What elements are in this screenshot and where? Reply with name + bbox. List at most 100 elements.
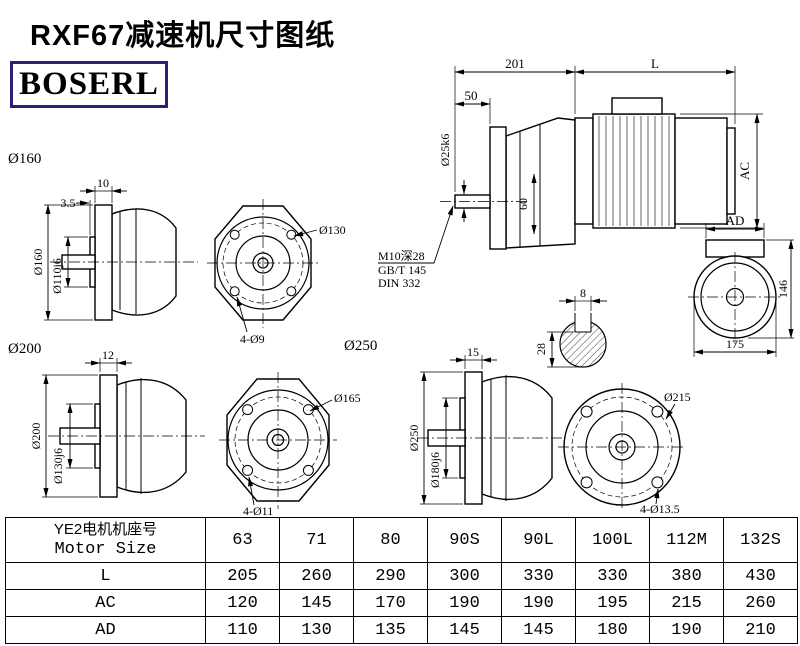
- cell: 260: [723, 589, 798, 617]
- dim-spigot-60: 60: [516, 198, 530, 210]
- dim-outer-200: Ø200: [29, 423, 43, 450]
- col-header: 63: [205, 517, 280, 563]
- flange-250-front-view: Ø215 4-Ø13.5: [558, 383, 691, 516]
- cell: 135: [353, 616, 428, 644]
- cell: 330: [501, 562, 576, 590]
- dim-146: 146: [776, 280, 790, 298]
- cell: 215: [649, 589, 724, 617]
- note-din332: DIN 332: [378, 276, 420, 290]
- motor-size-header: YE2电机机座号 Motor Size: [5, 517, 206, 563]
- note-tapped-hole: M10深28: [378, 249, 425, 263]
- row-label: AD: [5, 616, 206, 644]
- bolt-circle-165: [234, 396, 322, 484]
- motor-size-header-cn: YE2电机机座号: [53, 521, 158, 538]
- cell: 145: [501, 616, 576, 644]
- cell: 430: [723, 562, 798, 590]
- dim-thickness-10: 10: [97, 176, 109, 190]
- cell: 190: [501, 589, 576, 617]
- terminal-box: [611, 97, 663, 115]
- dim-gear-length: 201: [505, 56, 525, 71]
- label-bolt-circle-215: Ø215: [664, 390, 691, 404]
- cell: 110: [205, 616, 280, 644]
- col-header: 71: [279, 517, 354, 563]
- cell: 300: [427, 562, 502, 590]
- cell: 205: [205, 562, 280, 590]
- col-header: 100L: [575, 517, 650, 563]
- dim-step-3-5: 3.5: [61, 196, 76, 210]
- brand-logo-text: BOSERL: [19, 66, 159, 102]
- dim-motor-height-AC: AC: [737, 162, 752, 180]
- cell: 190: [649, 616, 724, 644]
- flange-200-side-view: Ø200 12 Ø200 Ø130j6: [8, 341, 205, 498]
- flange-200-front-view: Ø165 4-Ø11: [219, 372, 361, 518]
- row-label: L: [5, 562, 206, 590]
- cell: 145: [427, 616, 502, 644]
- note-leader: [378, 205, 454, 264]
- dim-pilot-110: Ø110j6: [50, 258, 64, 294]
- cell: 380: [649, 562, 724, 590]
- motor-fins: [598, 116, 670, 226]
- cell: 120: [205, 589, 280, 617]
- cell: 180: [575, 616, 650, 644]
- col-header: 112M: [649, 517, 724, 563]
- cell: 260: [279, 562, 354, 590]
- dim-175: 175: [726, 337, 744, 351]
- col-header: 90S: [427, 517, 502, 563]
- flange-plate-160: [94, 204, 113, 321]
- bolt-circle-215: [571, 396, 673, 498]
- table-row-AD: AD 110 130 135 145 145 180 190 210: [5, 616, 798, 644]
- cell: 330: [575, 562, 650, 590]
- dim-thickness-15: 15: [467, 345, 479, 359]
- cell: 170: [353, 589, 428, 617]
- cell: 145: [279, 589, 354, 617]
- dim-pilot-180: Ø180j6: [428, 452, 442, 488]
- flange-250-side-view: Ø250 15 Ø250 Ø180j6: [344, 338, 570, 505]
- cell: 210: [723, 616, 798, 644]
- section-label-160: Ø160: [8, 151, 41, 167]
- label-holes-4x13-5: 4-Ø13.5: [640, 502, 680, 516]
- col-header: 80: [353, 517, 428, 563]
- cell: 290: [353, 562, 428, 590]
- table-row-AC: AC 120 145 170 190 190 195 215 260: [5, 589, 798, 617]
- dim-shaft-diameter: Ø25k6: [438, 134, 452, 167]
- motor-end-cap: [726, 127, 736, 215]
- page-title: RXF67减速机尺寸图纸: [30, 20, 336, 52]
- dim-keyway-height: 28: [534, 343, 548, 355]
- cell: 190: [427, 589, 502, 617]
- row-label: AC: [5, 589, 206, 617]
- motor-adapter: [574, 117, 594, 225]
- cell: 195: [575, 589, 650, 617]
- dimension-table: YE2电机机座号 Motor Size 63 71 80 90S 90L 100…: [5, 517, 798, 644]
- main-assembly-view: 201 L 50 Ø25k6 60 AC M10深28 GB/T 145 DIN…: [378, 56, 763, 290]
- dim-shaft-length: 50: [465, 88, 478, 103]
- dim-AD: AD: [726, 213, 745, 228]
- section-label-250: Ø250: [344, 338, 377, 354]
- label-bolt-circle-165: Ø165: [334, 391, 361, 405]
- housing-160: [111, 208, 177, 316]
- shaft-keyway-detail: 8 28: [534, 286, 607, 368]
- table-header-row: YE2电机机座号 Motor Size 63 71 80 90S 90L 100…: [5, 517, 798, 563]
- motor-size-header-en: Motor Size: [54, 540, 157, 559]
- motor-rear: [674, 117, 728, 225]
- label-holes-4x9: 4-Ø9: [240, 332, 265, 346]
- section-label-200: Ø200: [8, 341, 41, 357]
- flange-160-front-view: Ø130 4-Ø9: [207, 199, 346, 346]
- gearbox-flange: [489, 126, 507, 250]
- col-header: 90L: [501, 517, 576, 563]
- dim-thickness-12: 12: [102, 348, 114, 362]
- dim-keyway-width: 8: [580, 286, 586, 300]
- cell: 130: [279, 616, 354, 644]
- dim-motor-length: L: [651, 56, 659, 71]
- label-bolt-circle-130: Ø130: [319, 223, 346, 237]
- table-row-L: L 205 260 290 300 330 330 380 430: [5, 562, 798, 590]
- label-holes-4x11: 4-Ø11: [243, 504, 273, 518]
- note-gbt145: GB/T 145: [378, 263, 426, 277]
- dim-pilot-130: Ø130j6: [51, 448, 65, 484]
- col-header: 132S: [723, 517, 798, 563]
- dim-outer-250: Ø250: [407, 425, 421, 452]
- flange-160-side-view: Ø160 10 3.5 Ø160: [8, 151, 198, 321]
- motor-front-view: AD 146 175: [688, 213, 794, 357]
- dim-outer-160: Ø160: [31, 249, 45, 276]
- brand-logo: BOSERL: [10, 61, 168, 108]
